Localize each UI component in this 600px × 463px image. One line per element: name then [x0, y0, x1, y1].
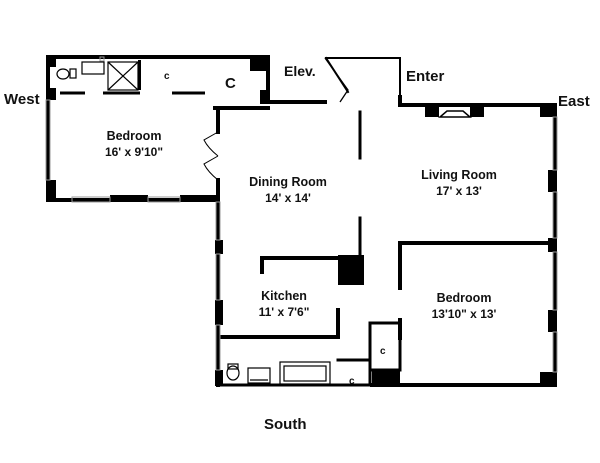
closet-label-bottom: c [349, 376, 355, 387]
room-name: Living Room [421, 168, 497, 182]
closet-label-top-large: C [225, 75, 236, 92]
room-dimensions: 13'10" x 13' [432, 307, 497, 321]
room-name: Bedroom [107, 129, 162, 143]
room-dining: Dining Room 14' x 14' [249, 175, 327, 205]
closet-label-mid: c [380, 346, 386, 357]
room-bedroom-west: Bedroom 16' x 9'10" [105, 129, 163, 159]
wall-pillars [48, 57, 555, 386]
enter-label: Enter [406, 68, 445, 85]
room-bedroom-east: Bedroom 13'10" x 13' [432, 291, 497, 321]
bath-fixtures-west [56, 61, 139, 91]
room-living: Living Room 17' x 13' [421, 168, 497, 198]
bath-fixtures-south [226, 361, 331, 385]
room-kitchen: Kitchen 11' x 7'6" [259, 289, 310, 319]
entry-door [324, 57, 349, 103]
compass-east: East [558, 93, 590, 110]
compass-south: South [264, 416, 307, 433]
closet-label-top-small: c [164, 71, 170, 82]
room-dimensions: 16' x 9'10" [105, 145, 163, 159]
room-name: Kitchen [261, 289, 307, 303]
elevator-label: Elev. [284, 63, 316, 79]
windows [45, 56, 558, 373]
room-dimensions: 17' x 13' [436, 184, 482, 198]
room-name: Dining Room [249, 175, 327, 189]
room-name: Bedroom [437, 291, 492, 305]
compass-west: West [4, 91, 40, 108]
double-door [203, 131, 219, 181]
room-dimensions: 14' x 14' [265, 191, 311, 205]
fireplace [437, 110, 473, 118]
room-dimensions: 11' x 7'6" [259, 305, 310, 319]
closet-partition [138, 60, 141, 90]
